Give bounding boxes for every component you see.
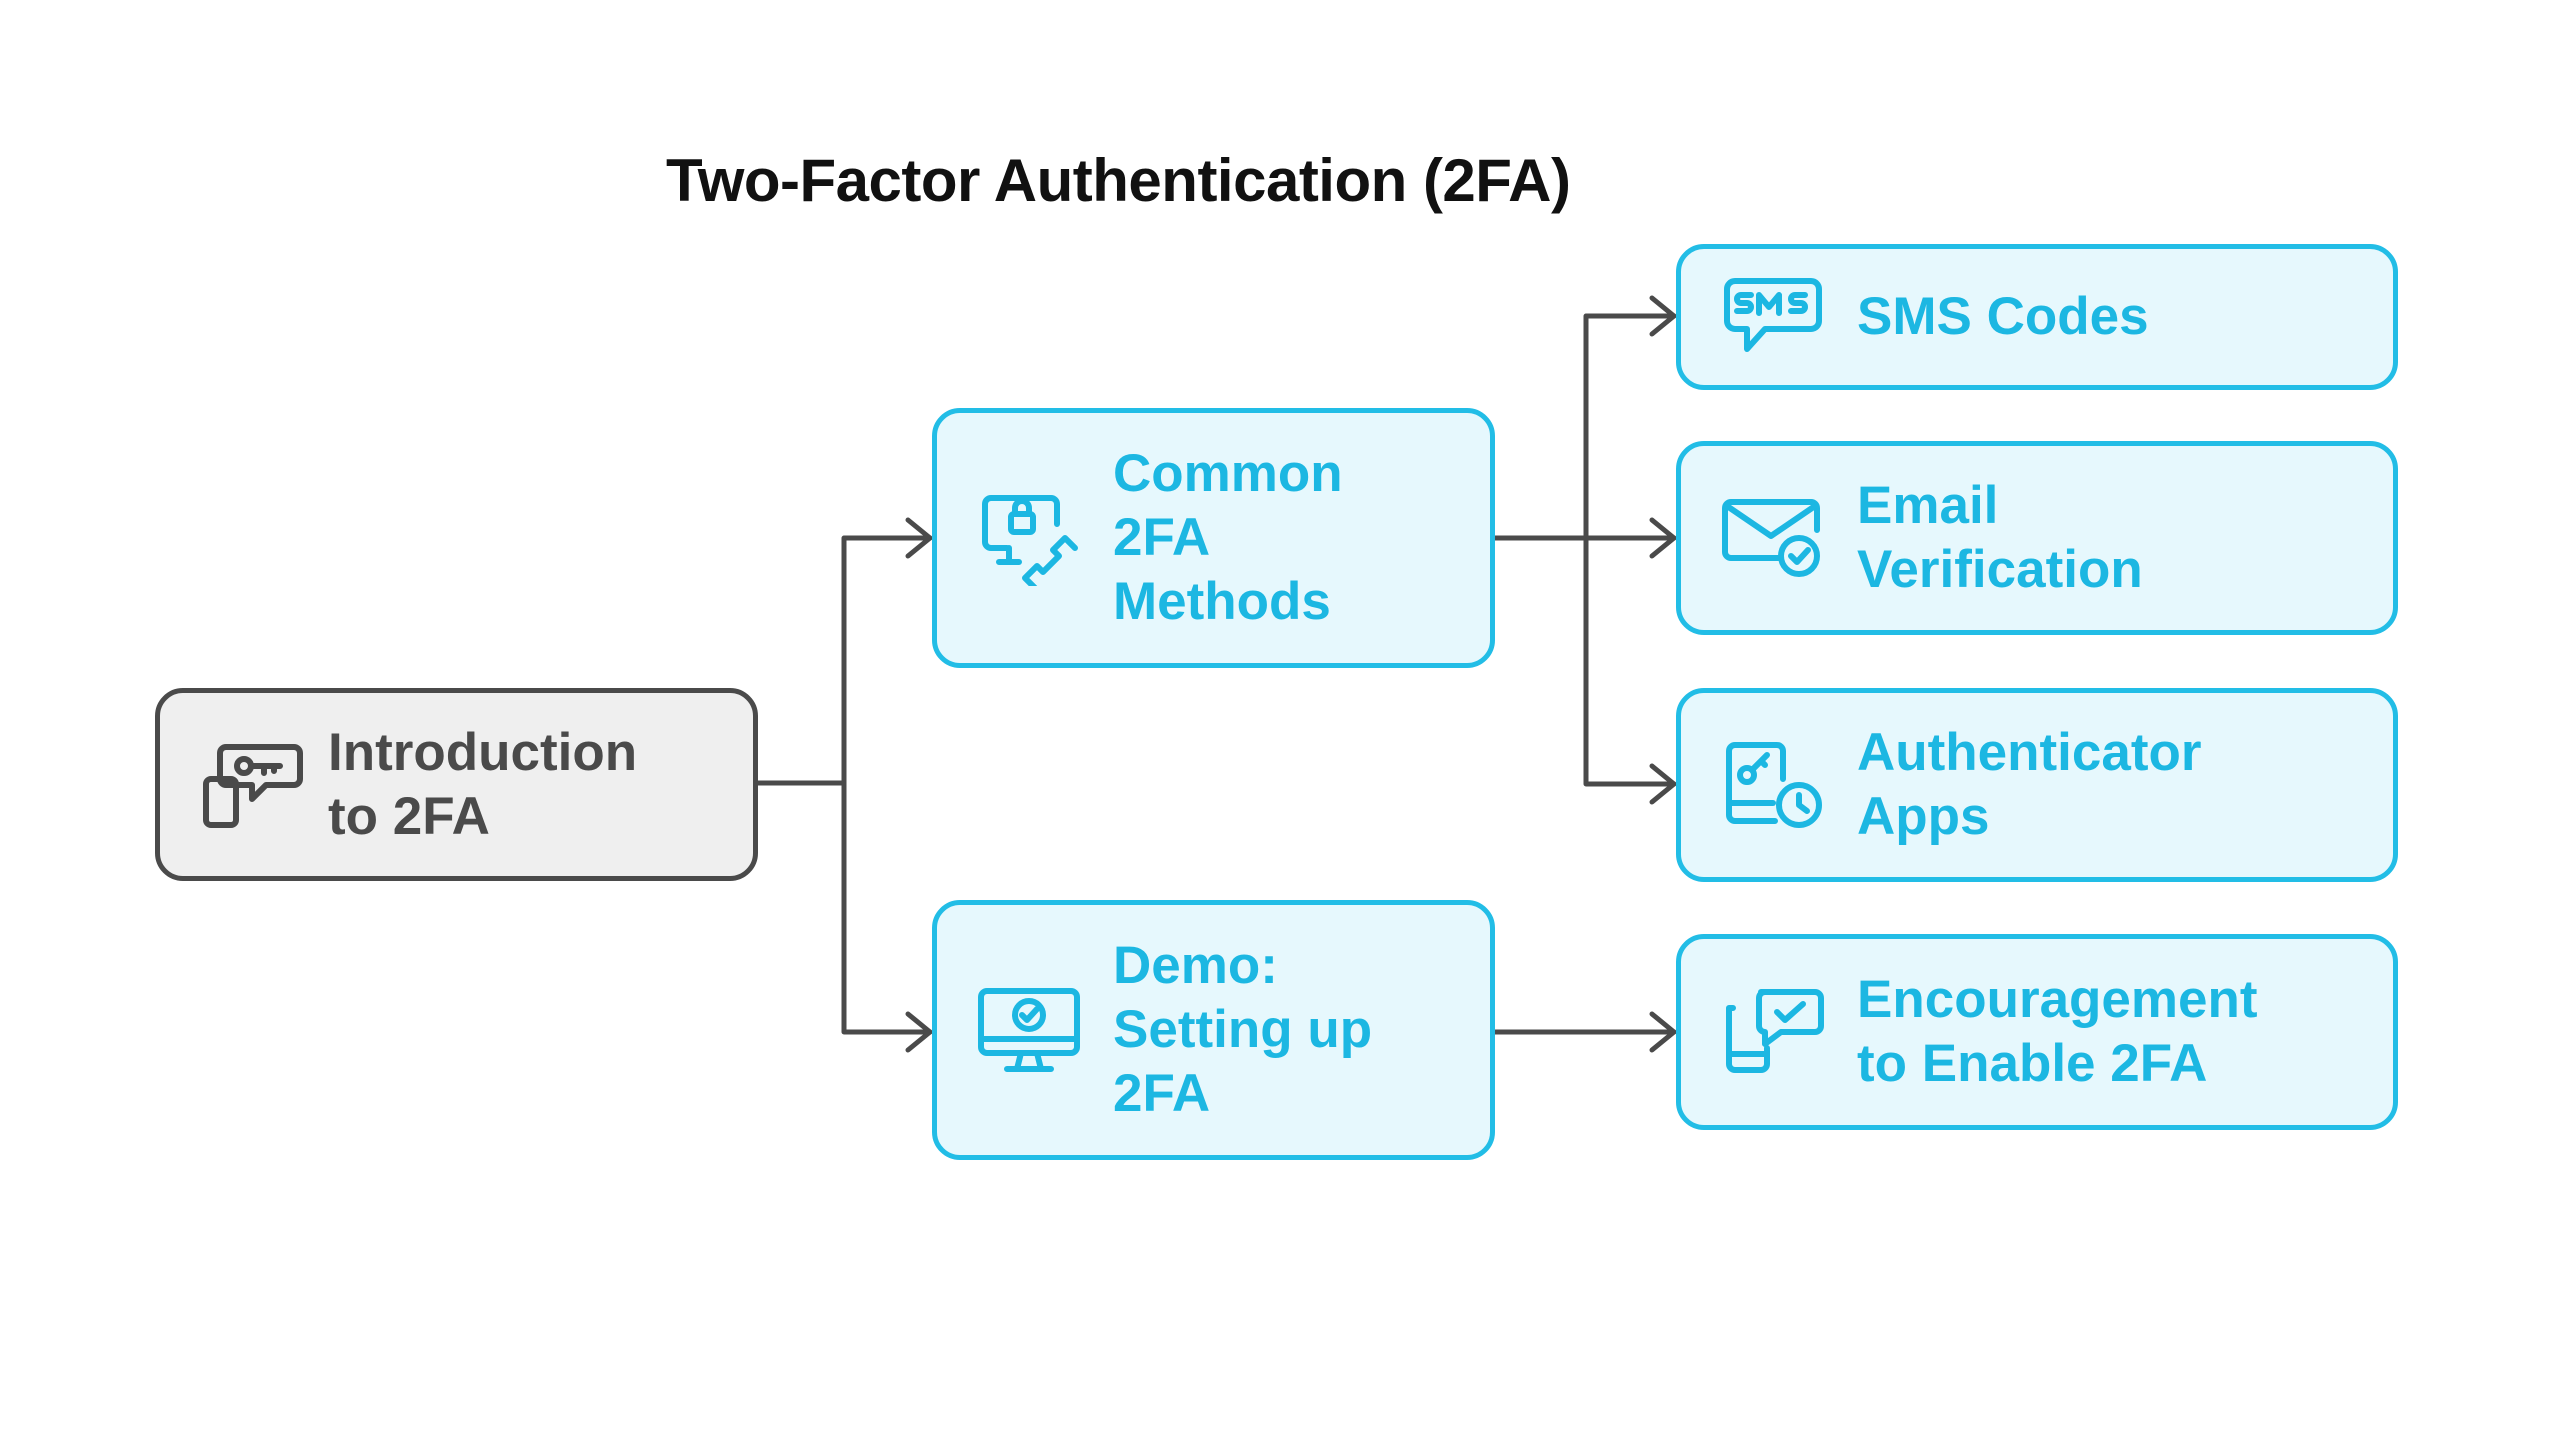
node-common-methods[interactable]: Common 2FA Methods (932, 408, 1495, 668)
node-demo-setup-line-1: Demo: (1113, 936, 1278, 995)
node-demo-setup-label: Demo: Setting up 2FA (1113, 934, 1372, 1126)
node-introduction-line-1: Introduction (328, 722, 638, 782)
node-demo-setup-line-3: 2FA (1113, 1064, 1211, 1123)
node-introduction[interactable]: Introduction to 2FA (155, 688, 758, 881)
monitor-phone-lock-icon (977, 490, 1081, 586)
phone-clock-icon (1721, 739, 1825, 831)
node-demo-setup[interactable]: Demo: Setting up 2FA (932, 900, 1495, 1160)
phone-chat-icon (200, 739, 304, 831)
arrowhead-auth (1649, 763, 1677, 805)
node-sms-codes-label: SMS Codes (1857, 285, 2149, 349)
edge-common-sms (1583, 313, 1677, 541)
node-email-verification[interactable]: Email Verification (1676, 441, 2398, 635)
node-common-methods-line-1: Common (1113, 444, 1343, 503)
edge-intro-demo (841, 780, 933, 1035)
node-introduction-label: Introduction to 2FA (328, 721, 637, 849)
node-introduction-line-2: to 2FA (328, 786, 490, 846)
phone-chat-check-icon (1721, 986, 1825, 1078)
node-authenticator-apps-label: Authenticator Apps (1857, 721, 2202, 849)
node-encouragement-label: Encouragement to Enable 2FA (1857, 968, 2258, 1096)
node-common-methods-line-3: Methods (1113, 572, 1331, 631)
edge-common-auth (1583, 535, 1677, 787)
envelope-check-icon (1721, 496, 1825, 580)
node-authenticator-apps[interactable]: Authenticator Apps (1676, 688, 2398, 882)
node-authenticator-apps-line-2: Apps (1857, 787, 1990, 846)
node-email-verification-line-1: Email (1857, 476, 1999, 535)
node-sms-codes[interactable]: SMS Codes (1676, 244, 2398, 390)
arrowhead-encourage (1649, 1011, 1677, 1053)
node-sms-codes-line-1: SMS Codes (1857, 287, 2149, 346)
diagram-title: Two-Factor Authentication (2FA) (666, 147, 1571, 214)
node-demo-setup-line-2: Setting up (1113, 1000, 1373, 1059)
node-common-methods-line-2: 2FA (1113, 508, 1211, 567)
node-email-verification-label: Email Verification (1857, 474, 2143, 602)
arrowhead-email (1649, 517, 1677, 559)
arrowhead-sms (1649, 295, 1677, 337)
sms-bubble-icon (1721, 275, 1825, 359)
node-encouragement[interactable]: Encouragement to Enable 2FA (1676, 934, 2398, 1130)
arrowhead-common (905, 517, 933, 559)
node-encouragement-line-1: Encouragement (1857, 970, 2258, 1029)
monitor-check-icon (977, 985, 1081, 1075)
node-encouragement-line-2: to Enable 2FA (1857, 1034, 2208, 1093)
node-authenticator-apps-line-1: Authenticator (1857, 723, 2202, 782)
arrowhead-demo (905, 1011, 933, 1053)
node-email-verification-line-2: Verification (1857, 540, 2143, 599)
node-common-methods-label: Common 2FA Methods (1113, 442, 1343, 634)
edge-intro-common (841, 535, 933, 786)
